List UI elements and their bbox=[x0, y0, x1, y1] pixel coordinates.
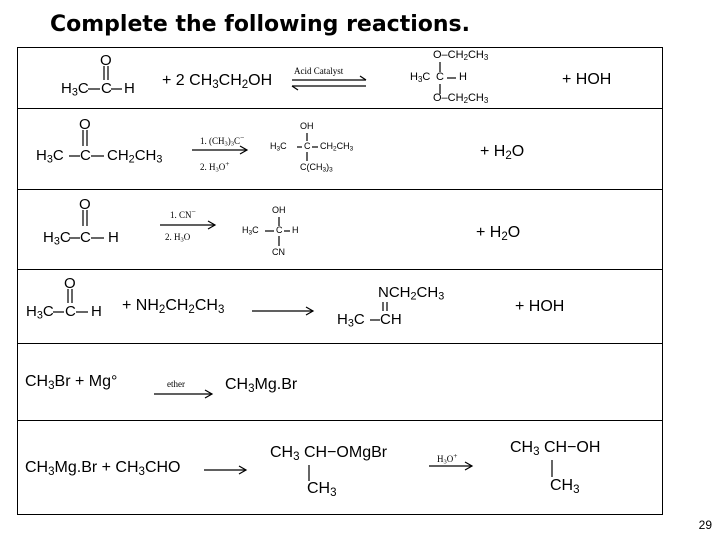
r2-carbonyl-carbon: C bbox=[80, 147, 91, 164]
r3-product-cn: CN bbox=[272, 247, 285, 257]
r3-product-h: H bbox=[292, 225, 299, 235]
r3-product-oh: OH bbox=[272, 205, 286, 215]
reactions-frame bbox=[17, 47, 663, 515]
r3-aldehyde-h: H bbox=[108, 229, 119, 246]
row-divider bbox=[17, 108, 663, 109]
r6-reactants: CH3Mg.Br + CH3CHO bbox=[25, 459, 181, 478]
r3-carbonyl-carbon: C bbox=[80, 229, 91, 246]
row-divider bbox=[17, 343, 663, 344]
r4-product-ch: CH bbox=[380, 311, 402, 328]
r2-methyl-group: H3C bbox=[36, 147, 64, 166]
r1-product-h: H bbox=[459, 71, 467, 83]
page-title: Complete the following reactions. bbox=[50, 12, 471, 37]
r1-carbonyl-oxygen: O bbox=[100, 52, 112, 69]
r1-methyl-group: H3C bbox=[61, 80, 89, 99]
r3-step1: 1. CN− bbox=[170, 207, 196, 220]
r6-product-bottom: CH3 bbox=[550, 477, 580, 496]
row-divider bbox=[17, 189, 663, 190]
r4-methyl-group: H3C bbox=[26, 303, 54, 322]
r2-product-ethyl: CH2CH3 bbox=[320, 141, 354, 153]
r1-product-bottom-ethoxy: O–CH2CH3 bbox=[433, 92, 489, 105]
r3-carbonyl-oxygen: O bbox=[79, 196, 91, 213]
r6-condition: H3O+ bbox=[437, 451, 458, 466]
r2-step1: 1. (CH3)3C− bbox=[200, 133, 245, 148]
r1-aldehyde-h: H bbox=[124, 80, 135, 97]
r4-carbonyl-oxygen: O bbox=[64, 275, 76, 292]
r2-step2: 2. H3O+ bbox=[200, 159, 230, 174]
r2-product-methyl: H3C bbox=[270, 141, 287, 153]
r6-intermediate-bottom: CH3 bbox=[307, 480, 337, 499]
row-divider bbox=[17, 269, 663, 270]
r3-methyl-group: H3C bbox=[43, 229, 71, 248]
r4-product-methyl: H3C bbox=[337, 311, 365, 330]
r5-product: CH3Mg.Br bbox=[225, 376, 298, 395]
r4-product-imine-n: NCH2CH3 bbox=[378, 284, 445, 303]
r2-byproduct: + H2O bbox=[480, 143, 525, 162]
r1-product-carbon: C bbox=[436, 71, 444, 83]
r3-byproduct: + H2O bbox=[476, 224, 521, 243]
r3-product-methyl: H3C bbox=[242, 225, 259, 237]
r3-step2: 2. H3O bbox=[165, 232, 191, 244]
r1-reagent-ethanol: + 2 CH3CH2OH bbox=[162, 72, 273, 91]
r6-product-top: CH3 CH−OH bbox=[510, 439, 601, 458]
r4-carbonyl-carbon: C bbox=[65, 303, 76, 320]
r6-intermediate-top: CH3 CH−OMgBr bbox=[270, 444, 388, 463]
page-number: 29 bbox=[698, 518, 712, 532]
r1-catalyst-label: Acid Catalyst bbox=[294, 66, 344, 76]
r2-ethyl-group: CH2CH3 bbox=[107, 147, 163, 166]
r5-condition: ether bbox=[167, 379, 185, 389]
r2-product-tbutyl: C(CH3)3 bbox=[300, 162, 333, 174]
r4-byproduct: + HOH bbox=[515, 298, 565, 315]
r5-reactants: CH3Br + Mg° bbox=[25, 373, 118, 392]
r1-product-methyl: H3C bbox=[410, 71, 431, 84]
row-divider bbox=[17, 420, 663, 421]
r2-product-carbon: C bbox=[304, 141, 311, 151]
r3-product-carbon: C bbox=[276, 225, 283, 235]
r4-reagent-ethylamine: + NH2CH2CH3 bbox=[122, 297, 225, 316]
r1-product-top-ethoxy: O–CH2CH3 bbox=[433, 49, 489, 62]
r1-carbonyl-carbon: C bbox=[101, 80, 112, 97]
r2-carbonyl-oxygen: O bbox=[79, 116, 91, 133]
r1-byproduct: + HOH bbox=[562, 71, 612, 88]
r2-product-oh: OH bbox=[300, 121, 314, 131]
r4-aldehyde-h: H bbox=[91, 303, 102, 320]
